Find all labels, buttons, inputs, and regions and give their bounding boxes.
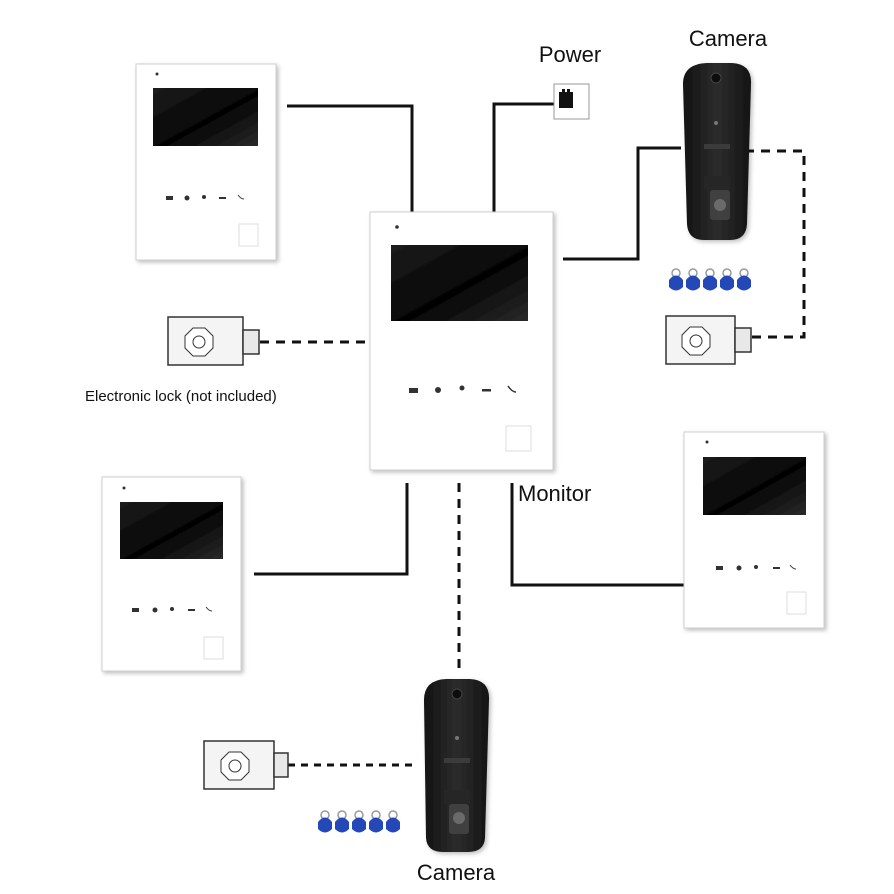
- rfid-tag-icon: [335, 810, 349, 833]
- monitor-buttons: [409, 385, 517, 393]
- speaker-grille: [505, 425, 532, 452]
- rfid-tag-icon: [369, 810, 383, 833]
- rfid-tag-icon: [318, 810, 332, 833]
- rfid-tag-icon: [720, 268, 734, 291]
- speaker-grille: [203, 636, 224, 660]
- rfid-tags-top: [669, 268, 751, 291]
- power-label: Power: [539, 42, 601, 67]
- monitor-label: Monitor: [518, 481, 591, 506]
- rfid-tag-icon: [352, 810, 366, 833]
- wires-dashed: [260, 149, 806, 767]
- camera-top: [683, 63, 752, 240]
- camera-bottom-label: Camera: [417, 860, 496, 885]
- rfid-tags-bottom: [318, 810, 400, 833]
- rfid-tag-icon: [669, 268, 683, 291]
- monitor-buttons: [716, 564, 797, 571]
- rfid-tag-icon: [686, 268, 700, 291]
- wire-camera-top: [563, 146, 681, 261]
- main-monitor: [369, 211, 554, 471]
- wire-monitor-top-left: [287, 104, 414, 212]
- lock-label: Electronic lock (not included): [85, 388, 277, 405]
- monitor-screen: [120, 502, 223, 559]
- electronic-lock-right: [665, 315, 752, 365]
- speaker-grille: [238, 223, 259, 247]
- speaker-grille: [786, 591, 807, 615]
- rfid-tag-icon: [386, 810, 400, 833]
- monitor-buttons: [132, 606, 213, 613]
- rfid-tag-icon: [703, 268, 717, 291]
- power-socket-icon: [553, 83, 590, 120]
- extension-monitor-top-left: [135, 63, 277, 261]
- wire-lock-right: [748, 149, 806, 339]
- electronic-lock-bottom: [203, 740, 289, 790]
- wires-solid: [254, 102, 684, 587]
- monitor-buttons: [166, 194, 245, 201]
- monitor-screen: [703, 457, 806, 515]
- camera-top-label: Camera: [689, 26, 768, 51]
- monitor-screen: [391, 245, 528, 321]
- wire-monitor-right: [510, 483, 684, 587]
- electronic-lock-left: [167, 316, 260, 366]
- rfid-tag-icon: [737, 268, 751, 291]
- wire-monitor-bottom-left: [254, 483, 409, 576]
- camera-bottom: [424, 679, 490, 852]
- extension-monitor-bottom-left: [101, 476, 242, 672]
- monitor-screen: [153, 88, 258, 146]
- extension-monitor-right: [683, 431, 825, 629]
- wire-power: [492, 102, 554, 212]
